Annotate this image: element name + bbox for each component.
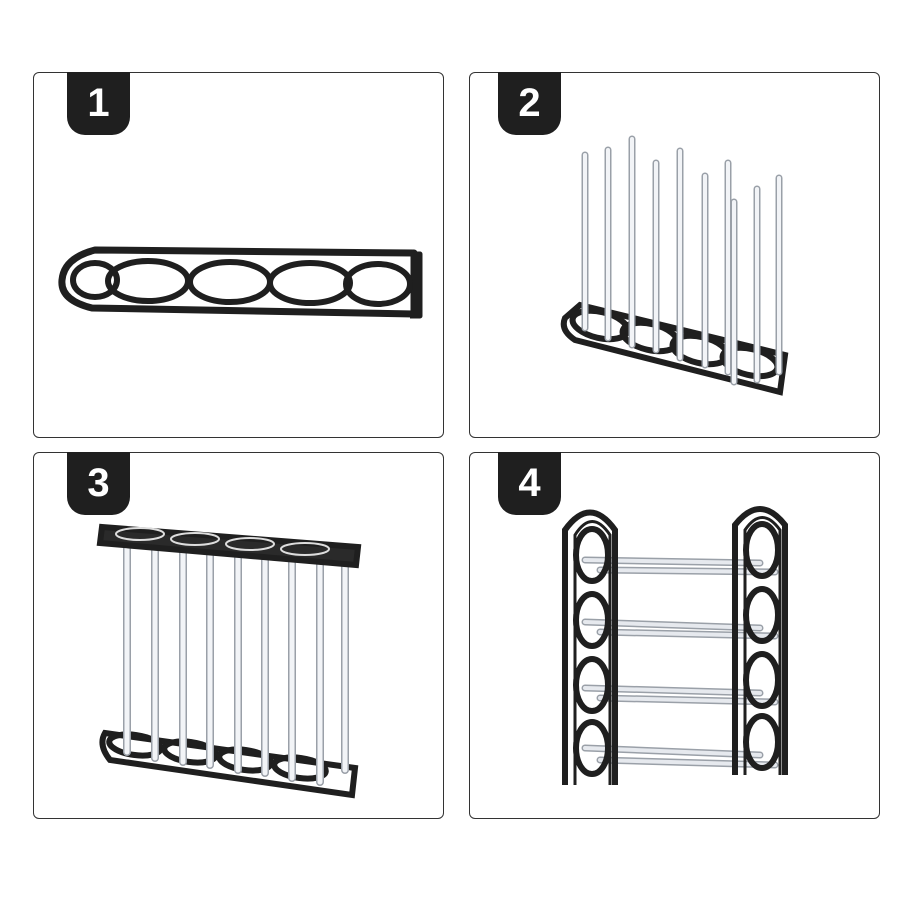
- step-2-badge: 2: [498, 72, 561, 135]
- side-frame-illustration: [58, 246, 423, 319]
- two-frames-illustration: [96, 523, 362, 799]
- step-4-badge: 4: [498, 452, 561, 515]
- step-2-panel: 2: [469, 72, 880, 438]
- assembled-rack-illustration: [562, 506, 788, 785]
- step-1-badge: 1: [67, 72, 130, 135]
- step-3-badge: 3: [67, 452, 130, 515]
- frame-with-rods-illustration: [560, 135, 789, 396]
